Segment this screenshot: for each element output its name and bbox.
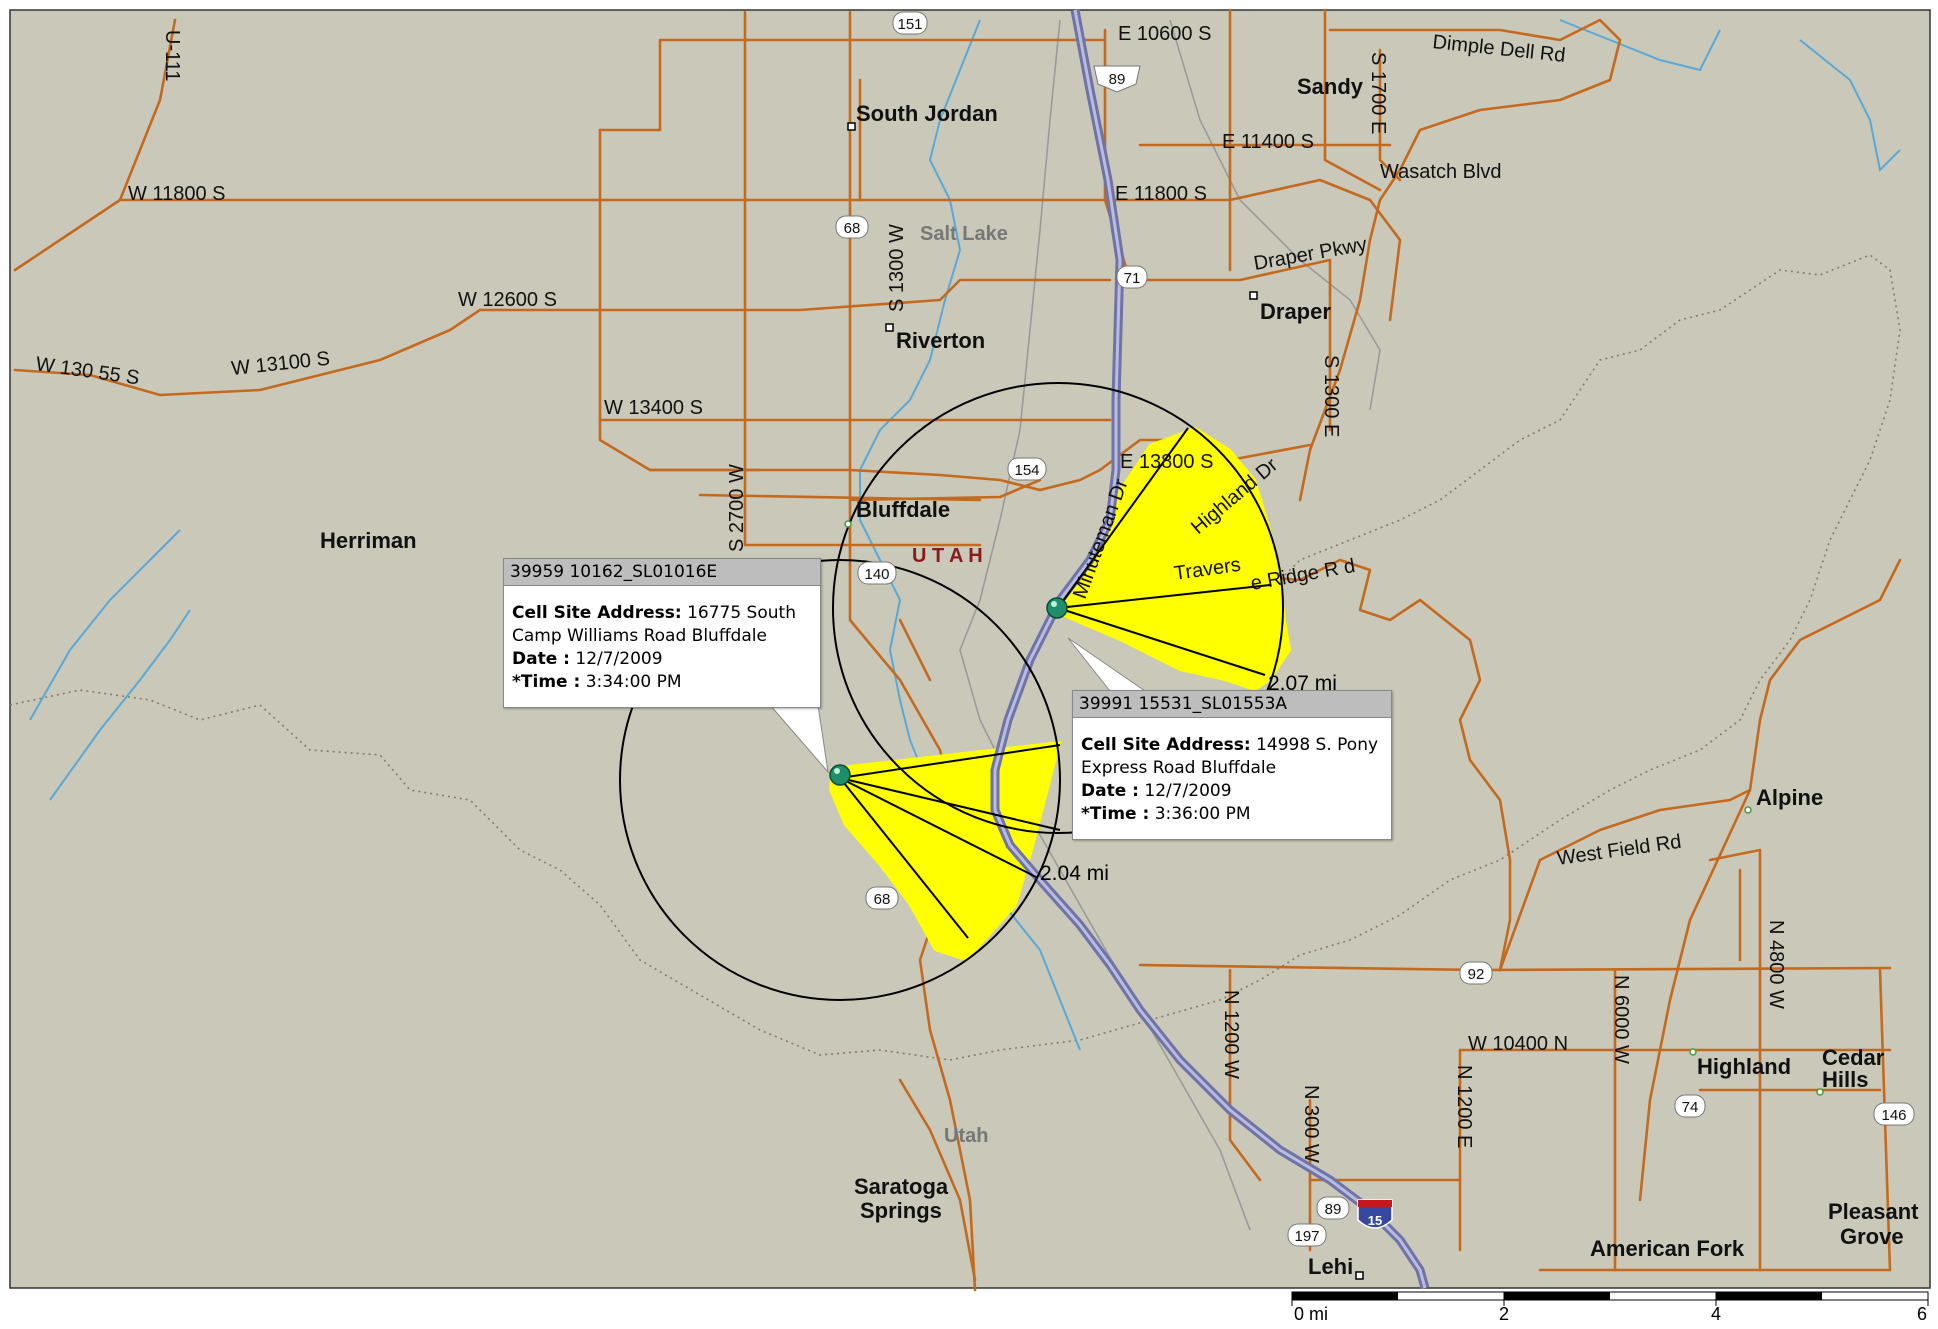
coverage-circle-site2 <box>832 382 1284 834</box>
svg-text:Springs: Springs <box>860 1198 942 1223</box>
svg-text:S 1300 W: S 1300 W <box>886 224 908 312</box>
svg-text:0 mi: 0 mi <box>1294 1304 1328 1324</box>
distance-label-site2: 2.07 mi <box>1268 672 1337 695</box>
shield-146: 146 <box>1873 1102 1915 1126</box>
svg-text:71: 71 <box>1124 270 1141 287</box>
shield-89-south: 89 <box>1316 1196 1350 1220</box>
svg-text:South Jordan: South Jordan <box>856 101 998 126</box>
creek-ne <box>1559 19 1721 72</box>
svg-text:W 11800 S: W 11800 S <box>128 183 225 205</box>
svg-text:U-111: U-111 <box>161 30 183 82</box>
cell-site-callout-2[interactable]: 39991 15531_SL01553A Cell Site Address: … <box>1072 690 1392 840</box>
svg-text:N 300 W: N 300 W <box>1300 1085 1322 1163</box>
svg-text:Saratoga: Saratoga <box>854 1174 949 1199</box>
callout-time: *Time : 3:34:00 PM <box>512 672 682 692</box>
svg-text:N 1200 W: N 1200 W <box>1220 990 1242 1079</box>
svg-text:Highland: Highland <box>1697 1054 1791 1079</box>
svg-text:89: 89 <box>1109 71 1126 88</box>
svg-text:E 10600 S: E 10600 S <box>1118 23 1211 45</box>
road-network <box>13 8 1902 1292</box>
railroad-2 <box>1169 19 1381 411</box>
svg-text:Riverton: Riverton <box>896 328 985 353</box>
svg-text:2: 2 <box>1499 1304 1509 1324</box>
svg-text:146: 146 <box>1881 1107 1906 1124</box>
svg-text:W 12600 S: W 12600 S <box>458 289 557 311</box>
svg-text:Bluffdale: Bluffdale <box>856 497 950 522</box>
svg-text:N 4800 W: N 4800 W <box>1765 920 1787 1009</box>
svg-text:American Fork: American Fork <box>1590 1236 1745 1261</box>
shield-151: 151 <box>892 11 928 35</box>
svg-text:Grove: Grove <box>1840 1224 1904 1249</box>
svg-text:151: 151 <box>897 16 922 33</box>
svg-text:4: 4 <box>1711 1304 1721 1324</box>
svg-text:15: 15 <box>1368 1213 1382 1228</box>
creek-west-2 <box>49 609 191 801</box>
svg-text:Hills: Hills <box>1822 1067 1868 1092</box>
city-labels: South Jordan Sandy Riverton Draper Bluff… <box>320 74 1919 1280</box>
svg-text:Alpine: Alpine <box>1756 785 1823 810</box>
county-label-utah: Utah <box>944 1125 988 1147</box>
svg-text:S 1300 E: S 1300 E <box>1320 355 1342 437</box>
creek-west <box>29 529 181 721</box>
svg-text:Wasatch Blvd: Wasatch Blvd <box>1380 161 1502 183</box>
callout-address: Cell Site Address: 14998 S. Pony Express… <box>1081 735 1379 778</box>
svg-text:W 10400 N: W 10400 N <box>1468 1033 1568 1055</box>
callout-header: 39959 10162_SL01016E <box>504 559 820 586</box>
county-boundary <box>9 254 1901 1061</box>
svg-text:Herriman: Herriman <box>320 528 417 553</box>
interstate-15-shield: 15 <box>1357 1199 1393 1229</box>
svg-text:Sandy: Sandy <box>1297 74 1364 99</box>
svg-text:68: 68 <box>844 220 861 237</box>
scale-bar: 0 mi 2 4 6 <box>1291 1291 1929 1324</box>
shield-68-north: 68 <box>835 215 869 239</box>
shield-89-north: 89 <box>1093 65 1141 93</box>
svg-text:6: 6 <box>1917 1304 1927 1324</box>
callout-date: Date : 12/7/2009 <box>1081 781 1232 801</box>
distance-label-site1: 2.04 mi <box>1040 862 1109 885</box>
svg-text:68: 68 <box>874 891 891 908</box>
svg-text:197: 197 <box>1294 1228 1319 1245</box>
callout-time: *Time : 3:36:00 PM <box>1081 804 1251 824</box>
svg-text:140: 140 <box>864 566 889 583</box>
shield-140: 140 <box>857 561 897 585</box>
shield-74: 74 <box>1674 1094 1706 1118</box>
svg-text:Cedar: Cedar <box>1822 1045 1885 1070</box>
sector-lines <box>839 427 1271 939</box>
callout-address: Cell Site Address: 16775 South Camp Will… <box>512 603 796 646</box>
county-label-salt-lake: Salt Lake <box>920 223 1008 245</box>
shield-197: 197 <box>1287 1223 1327 1247</box>
svg-text:89: 89 <box>1325 1201 1342 1218</box>
callout-header: 39991 15531_SL01553A <box>1073 691 1391 718</box>
shield-154: 154 <box>1007 457 1047 481</box>
shield-92: 92 <box>1459 961 1493 985</box>
svg-text:E 13800 S: E 13800 S <box>1120 451 1213 473</box>
svg-text:N 1200 E: N 1200 E <box>1453 1065 1475 1148</box>
svg-text:E 11800 S: E 11800 S <box>1115 183 1207 205</box>
map-frame <box>9 9 1931 1289</box>
cell-site-marker-2[interactable] <box>1046 597 1068 619</box>
shield-68-south: 68 <box>865 886 899 910</box>
svg-text:E 11400 S: E 11400 S <box>1222 131 1314 153</box>
svg-text:74: 74 <box>1682 1099 1699 1116</box>
svg-text:154: 154 <box>1014 462 1039 479</box>
svg-text:S 1700 E: S 1700 E <box>1367 52 1389 134</box>
svg-text:92: 92 <box>1468 966 1485 983</box>
callout-date: Date : 12/7/2009 <box>512 649 663 669</box>
creek-east <box>1799 39 1901 173</box>
coverage-circle-site1 <box>619 559 1061 1001</box>
svg-text:N 6000 W: N 6000 W <box>1610 975 1632 1064</box>
shield-71: 71 <box>1116 265 1148 289</box>
cell-site-marker-1[interactable] <box>829 764 851 786</box>
svg-text:Draper: Draper <box>1260 299 1331 324</box>
svg-text:Lehi: Lehi <box>1308 1254 1353 1279</box>
svg-text:Pleasant: Pleasant <box>1828 1199 1919 1224</box>
state-label-utah: U T A H <box>912 545 983 567</box>
svg-text:S 2700 W: S 2700 W <box>726 464 748 552</box>
svg-text:W 13400 S: W 13400 S <box>604 397 703 419</box>
cell-site-callout-1[interactable]: 39959 10162_SL01016E Cell Site Address: … <box>503 558 821 708</box>
